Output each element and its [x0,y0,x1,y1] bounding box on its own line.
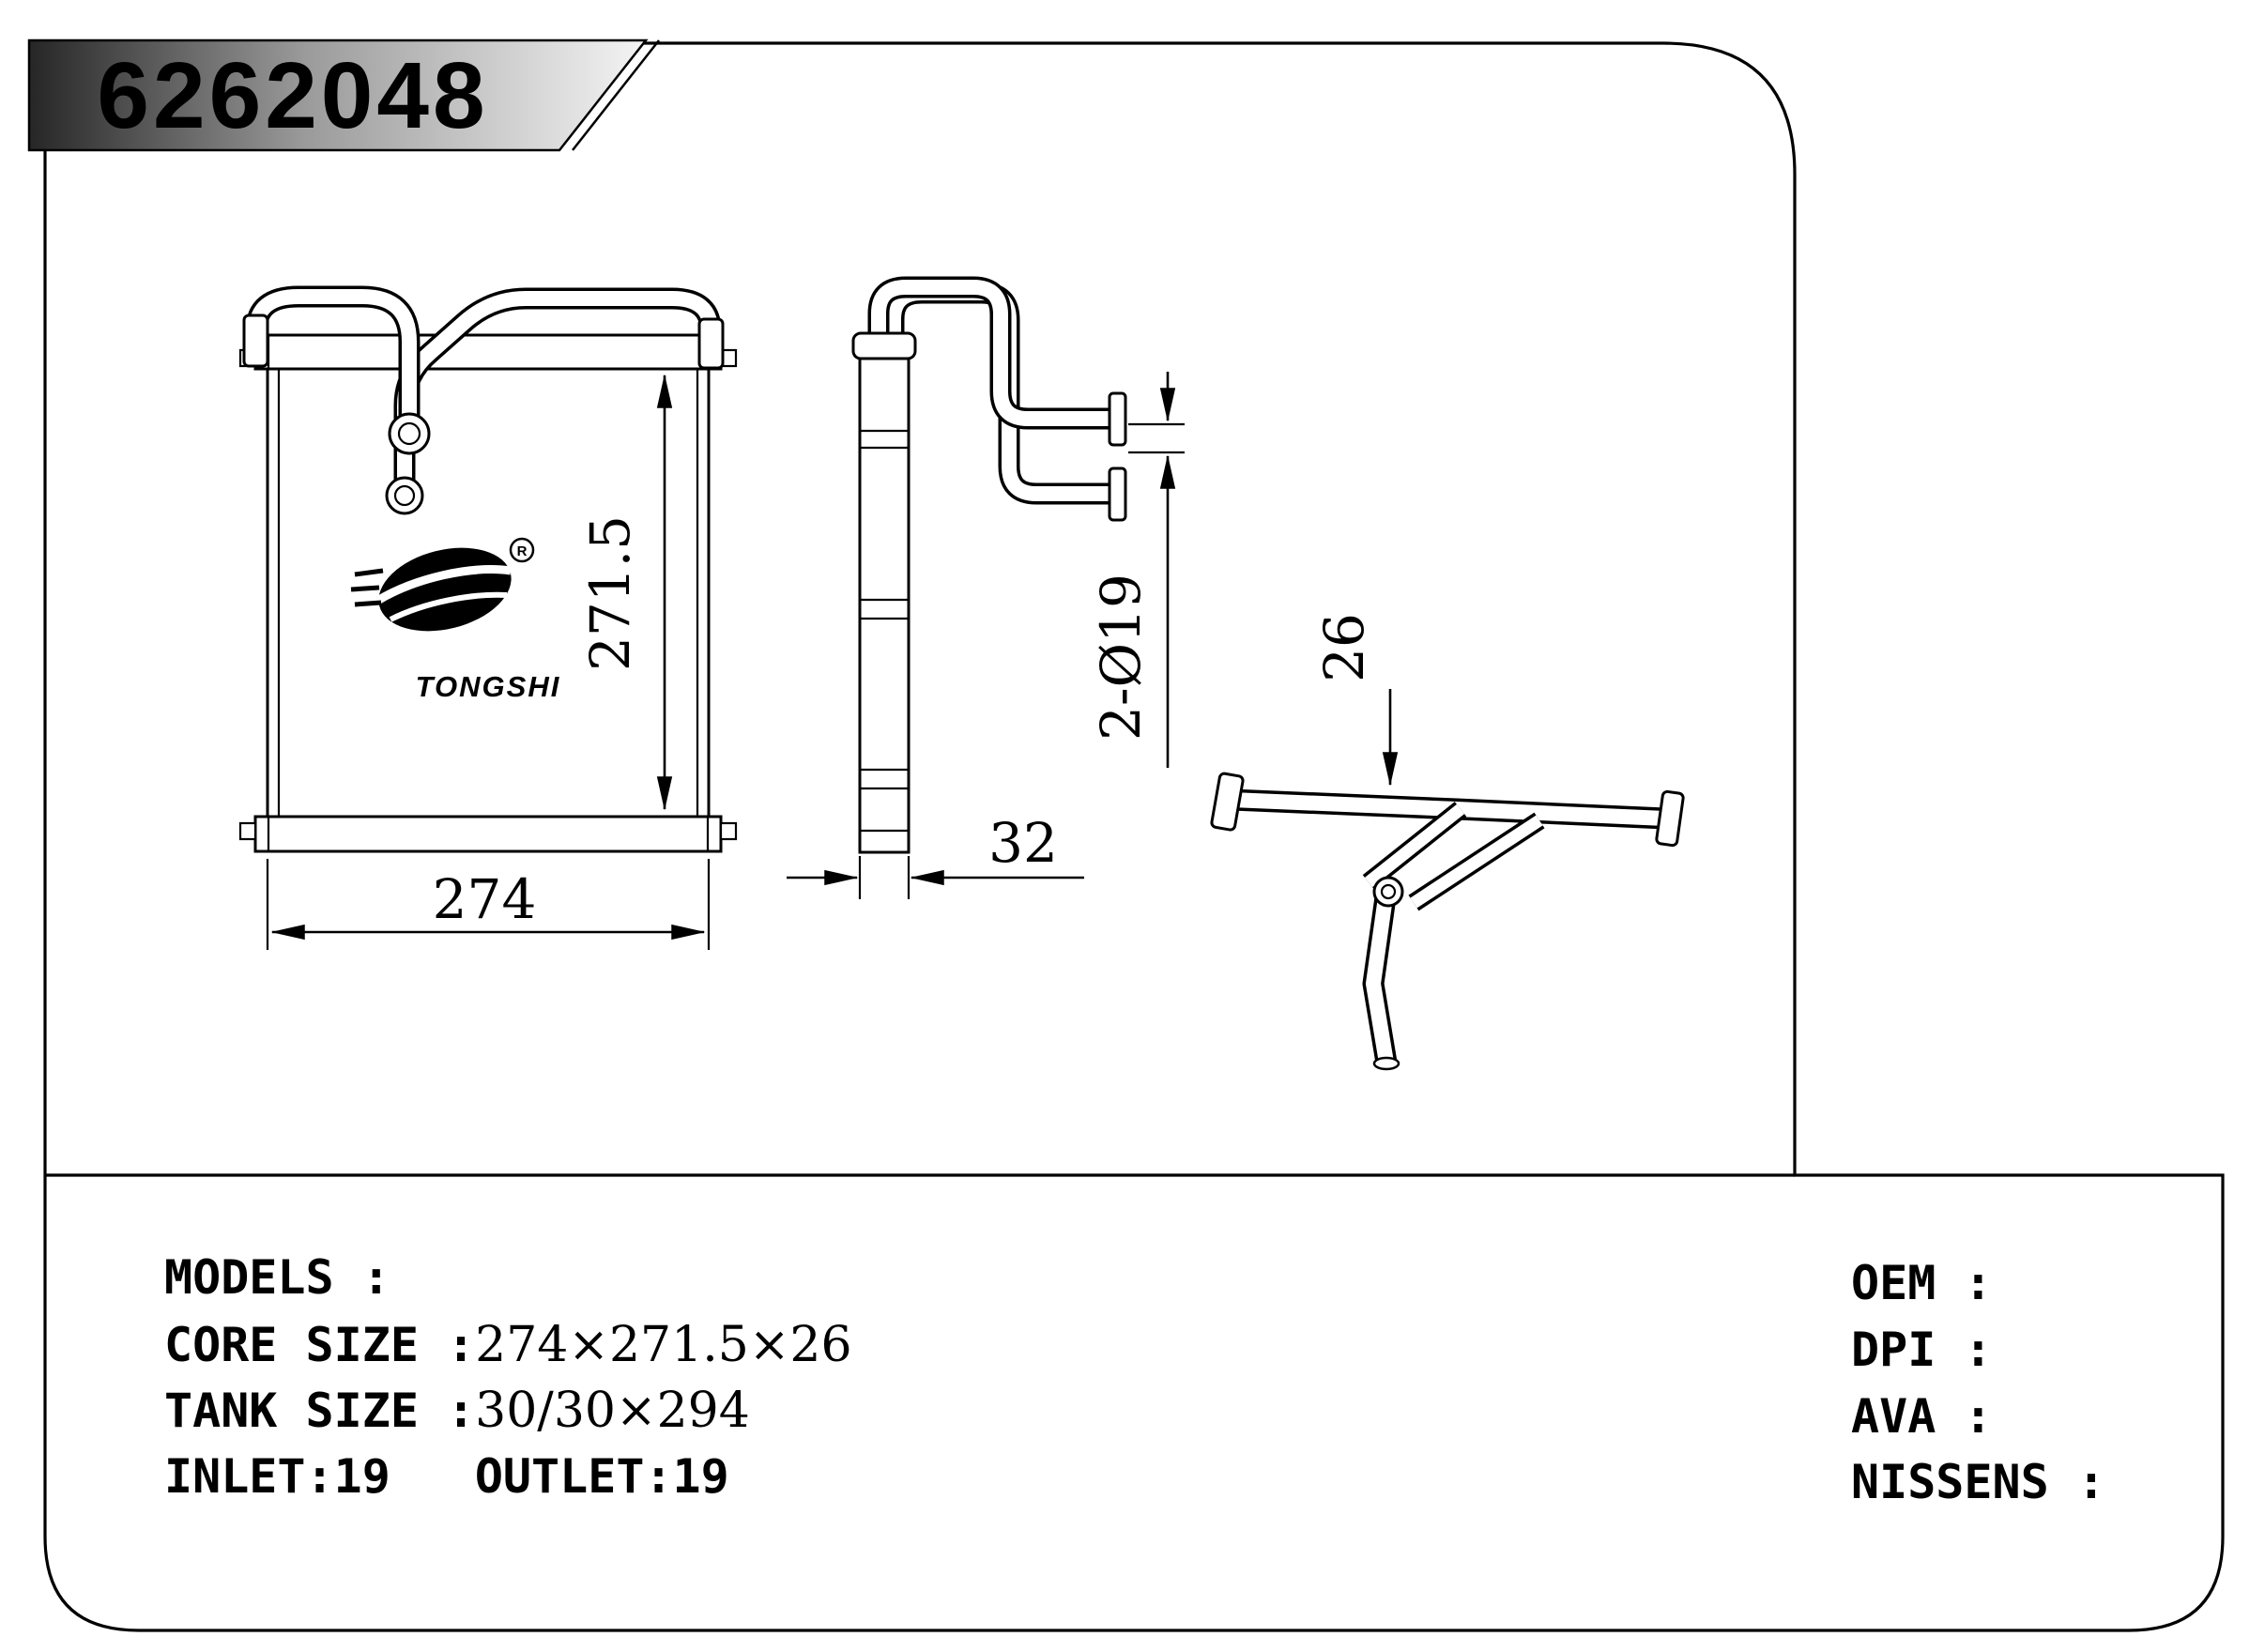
left-pipe-flange [242,314,269,368]
upper-pipe-flange [1108,391,1127,447]
logo-brand-text: TONGSHI [416,670,561,703]
spec-core-size-value: 274×271.5×26 [475,1317,852,1373]
dim-tank-depth: 32 [787,811,1084,899]
dim-core-height: 271.5 [578,374,673,811]
dim-port-diameter: 2-Ø19 [1089,372,1185,768]
spec-tank-size-value: 30/30×294 [475,1383,750,1439]
spec-tank-size-label: TANK SIZE : [164,1384,476,1438]
dim-core-width: 274 [266,859,711,950]
side-view [851,276,1127,854]
assembly-left-flange [1210,772,1245,832]
part-number-banner: 6262048 [27,38,660,152]
side-top-cap [851,331,917,360]
right-pipe-flange [697,317,725,370]
lower-pipe-flange [1108,467,1127,522]
spec-oem: OEM : [1851,1256,1993,1310]
registered-trademark-icon [509,537,535,563]
spec-nissens-label: NISSENS : [1851,1455,2105,1509]
spec-ava: AVA : [1851,1389,1993,1444]
spec-ava-label: AVA : [1851,1389,1993,1444]
dim-tank-depth-label: 32 [988,811,1058,875]
spec-tank-size: TANK SIZE :30/30×294 [164,1383,750,1439]
dim-port-diameter-label: 2-Ø19 [1089,574,1153,741]
spec-nissens: NISSENS : [1851,1455,2105,1509]
side-view-pipes [867,276,1111,505]
dim-pipe-offset: 26 [1312,613,1399,787]
spec-inlet-outlet: INLET:19 OUTLET:19 [164,1449,729,1504]
registered-letter: R [517,543,528,559]
page-border [43,41,2225,1632]
junction-fitting [1372,876,1404,908]
pipe-open-end [1372,1056,1400,1071]
dim-pipe-offset-label: 26 [1312,613,1376,682]
bottom-tank [253,815,723,853]
spec-dpi: DPI : [1851,1323,1993,1377]
spec-models-label: MODELS : [164,1250,390,1305]
dim-core-height-label: 271.5 [578,515,642,671]
spec-inlet-label: INLET:19 [164,1449,390,1504]
inlet-port [388,412,431,455]
pipe-assembly-view [1210,772,1685,1071]
outlet-port [385,476,424,515]
spec-core-size-label: CORE SIZE : [164,1318,476,1372]
spec-outlet-label: OUTLET:19 [474,1449,729,1504]
spec-oem-label: OEM : [1851,1256,1993,1310]
tongshi-logo: R TONGSHI [350,537,561,703]
assembly-right-flange [1655,789,1685,848]
spec-models: MODELS : [164,1250,390,1305]
part-number: 6262048 [97,43,488,148]
top-tank [253,333,723,371]
spec-dpi-label: DPI : [1851,1323,1993,1377]
spec-core-size: CORE SIZE :274×271.5×26 [164,1317,852,1373]
dim-core-width-label: 274 [433,867,537,931]
